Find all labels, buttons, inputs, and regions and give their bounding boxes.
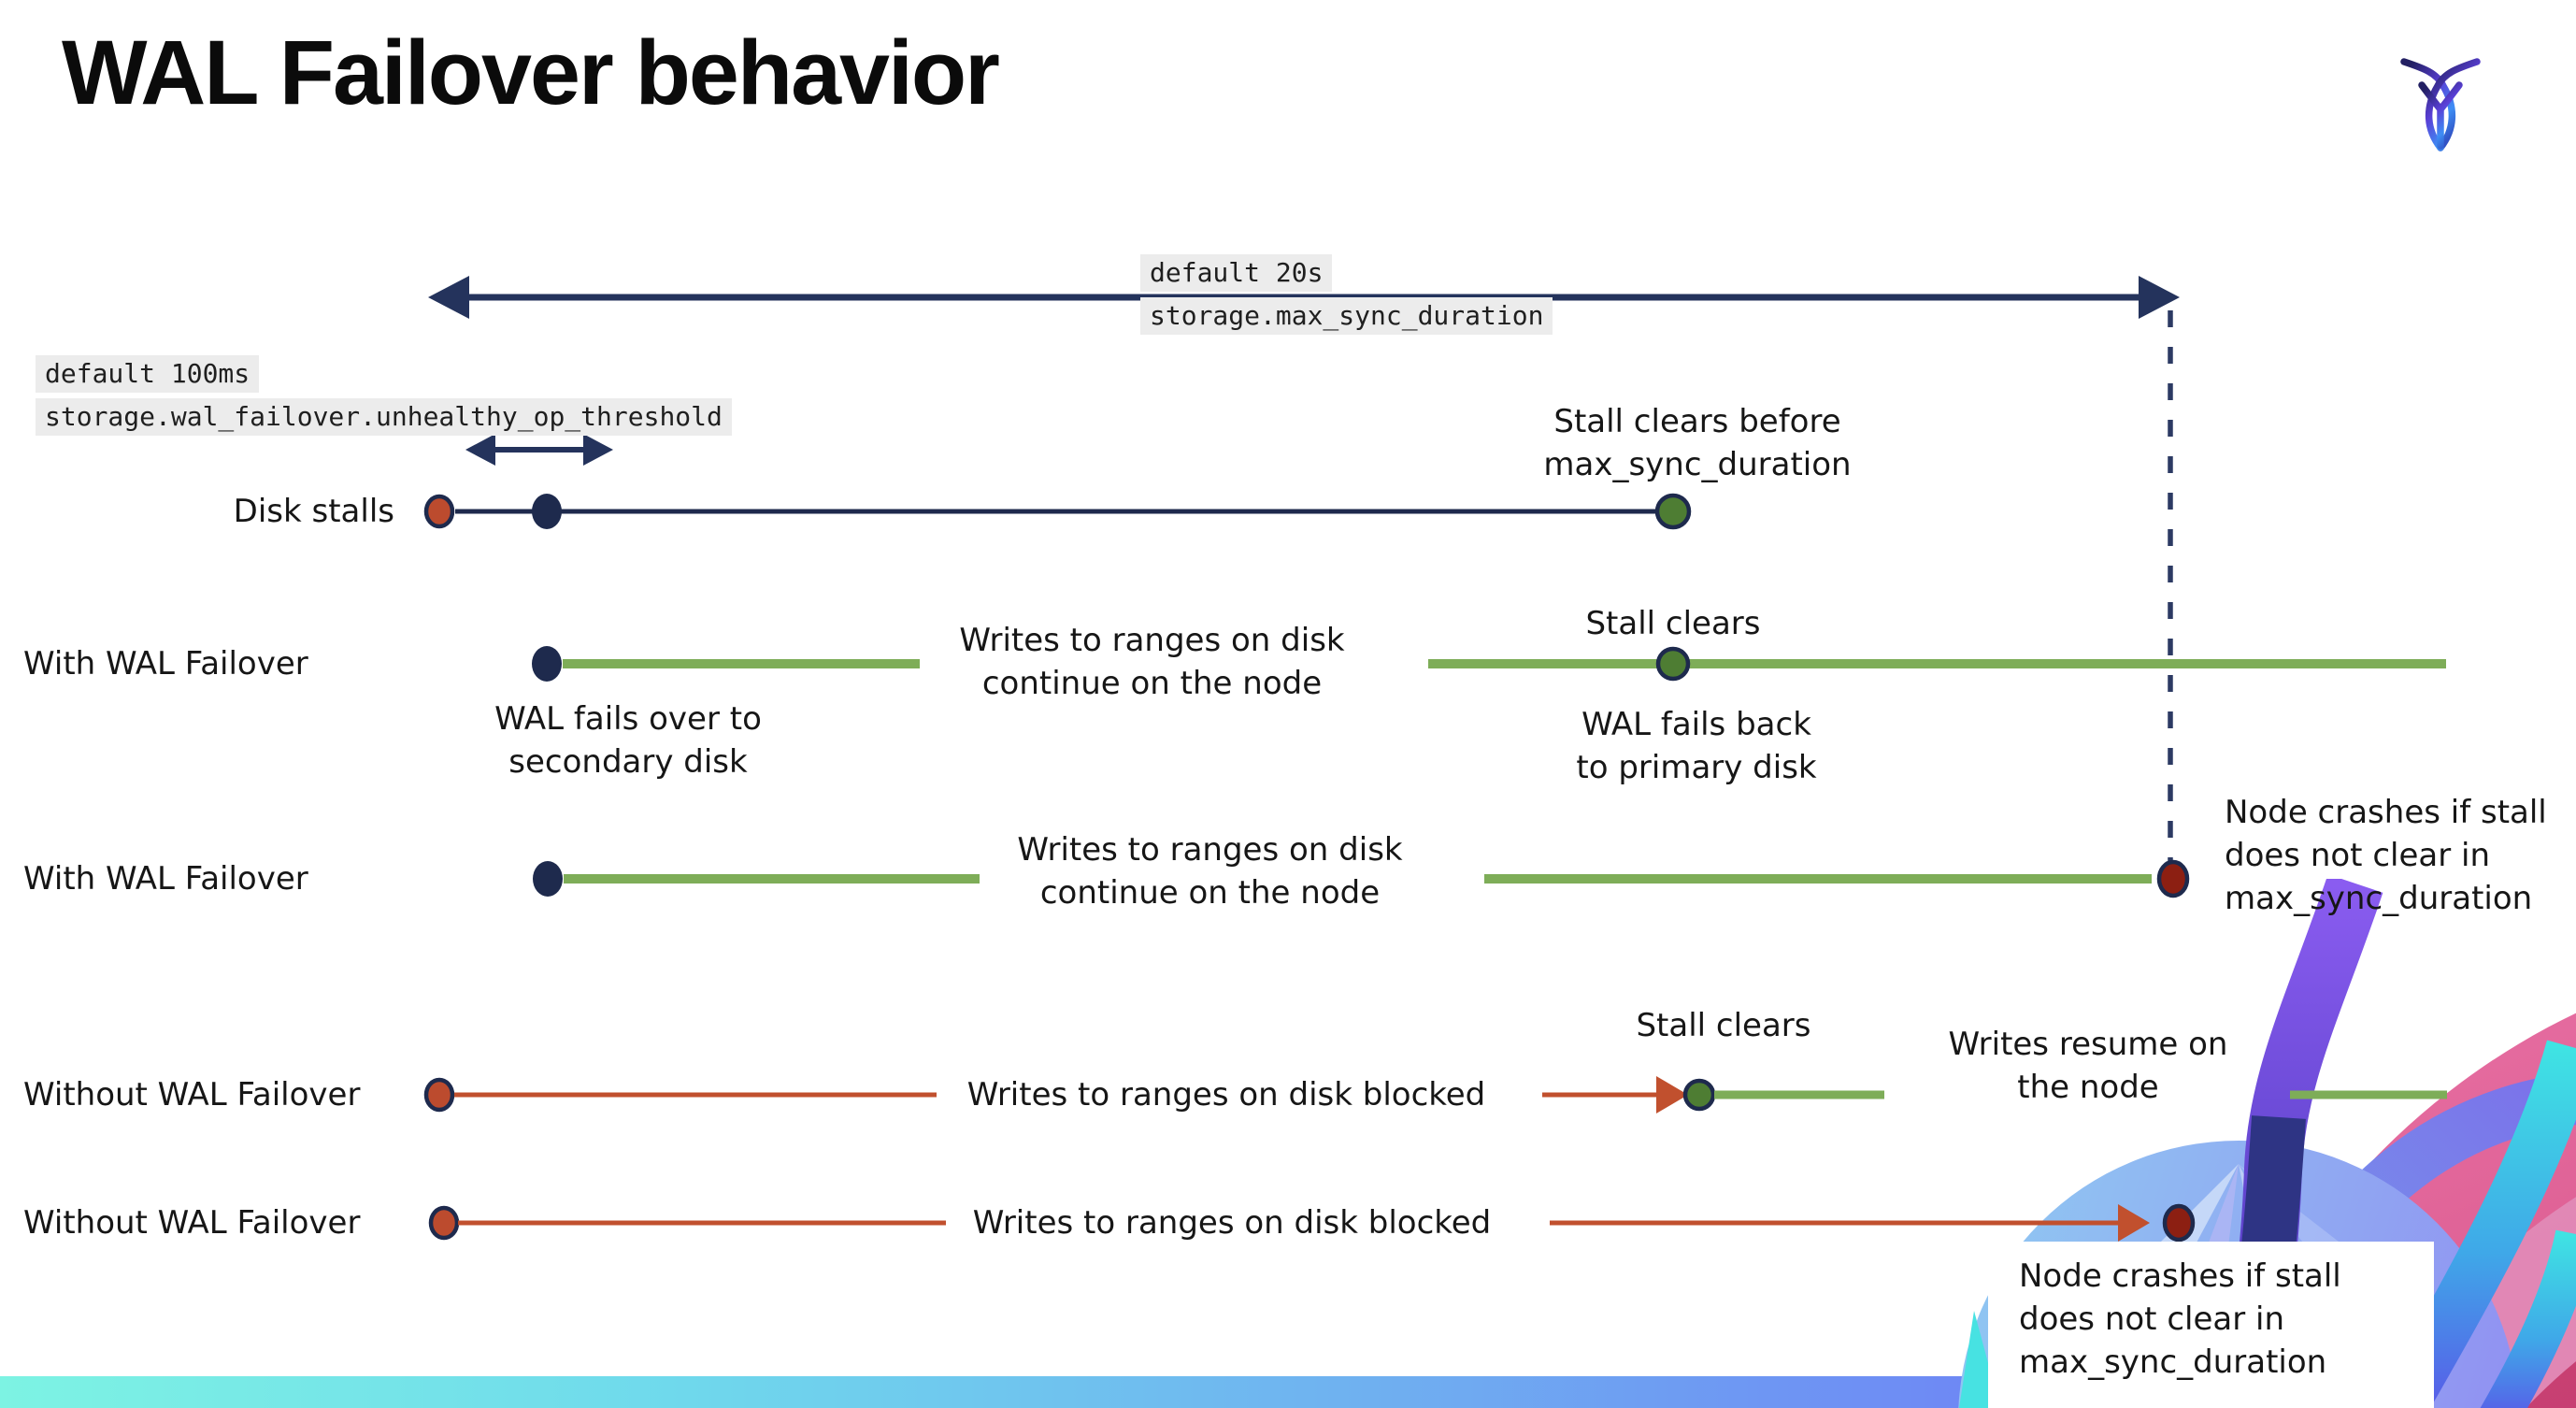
row-label-without-wal-failover-1: Without WAL Failover <box>23 1076 361 1113</box>
note-stall-clears-2: Stall clears <box>1636 1007 1811 1044</box>
unhealthy-op-threshold-arrow <box>465 434 613 466</box>
row-label-without-wal-failover-2: Without WAL Failover <box>23 1204 361 1242</box>
note-stall-clears-1: Stall clears <box>1585 605 1761 642</box>
failover-dot <box>533 861 563 897</box>
note-wal-fails-over: WAL fails over to secondary disk <box>494 700 762 781</box>
setting-default-value: default 100ms <box>36 355 260 393</box>
note-node-crashes-2: Node crashes if stall does not clear in … <box>2019 1257 2341 1381</box>
unhealthy-op-threshold-setting-label: default 100ms storage.wal_failover.unhea… <box>36 355 732 436</box>
stall-start-dot <box>428 1205 460 1241</box>
node-crash-dot <box>2156 859 2190 898</box>
stall-start-dot <box>423 1077 455 1113</box>
page-title: WAL Failover behavior <box>62 22 1000 123</box>
row-label-with-wal-failover-2: With WAL Failover <box>23 860 308 898</box>
note-wal-fails-back: WAL fails back to primary disk <box>1576 706 1817 786</box>
node-crash-dot <box>2162 1203 2196 1243</box>
setting-name: storage.max_sync_duration <box>1140 297 1553 335</box>
note-writes-resume: Writes resume on the node <box>1948 1026 2228 1106</box>
row-label-disk-stalls: Disk stalls <box>233 493 394 530</box>
setting-name: storage.wal_failover.unhealthy_op_thresh… <box>36 398 732 436</box>
setting-default-value: default 20s <box>1140 254 1333 292</box>
note-writes-continue-2: Writes to ranges on disk continue on the… <box>1017 831 1403 912</box>
note-node-crashes-1: Node crashes if stall does not clear in … <box>2225 794 2547 917</box>
timeline-row-with-failover-1 <box>532 646 2446 682</box>
arrowhead-right <box>2139 276 2180 319</box>
stall-start-dot <box>423 494 455 529</box>
timeline-row-without-failover-2 <box>428 1203 2196 1243</box>
stall-clears-dot <box>1655 646 1691 682</box>
note-stall-clears-before: Stall clears before max_sync_duration <box>1543 403 1852 483</box>
note-writes-continue-1: Writes to ranges on disk continue on the… <box>959 622 1345 702</box>
blocked-arrowhead <box>2118 1204 2150 1242</box>
logo-inner-y <box>2418 81 2463 150</box>
timeline-row-without-failover-1 <box>423 1076 2447 1113</box>
blocked-arrowhead <box>1656 1076 1688 1113</box>
timeline-row-with-failover-2 <box>533 859 2190 898</box>
row-label-with-wal-failover-1: With WAL Failover <box>23 645 308 682</box>
threshold-dot <box>532 494 562 529</box>
failover-dot <box>532 646 562 682</box>
note-writes-blocked-1: Writes to ranges on disk blocked <box>966 1076 1486 1113</box>
timeline-row-disk-stalls <box>423 493 1692 530</box>
logo-right-antenna-body <box>2425 58 2481 151</box>
stall-clears-dot <box>1654 493 1692 530</box>
stall-clears-dot <box>1682 1078 1716 1112</box>
max-sync-duration-setting-label: default 20s storage.max_sync_duration <box>1140 254 1553 335</box>
node-crashes-callout-box <box>1988 1242 2434 1408</box>
cockroachdb-logo <box>2400 58 2481 151</box>
arrowhead-left <box>428 276 469 319</box>
logo-left-antenna-body <box>2400 58 2456 151</box>
note-writes-blocked-2: Writes to ranges on disk blocked <box>972 1204 1492 1242</box>
